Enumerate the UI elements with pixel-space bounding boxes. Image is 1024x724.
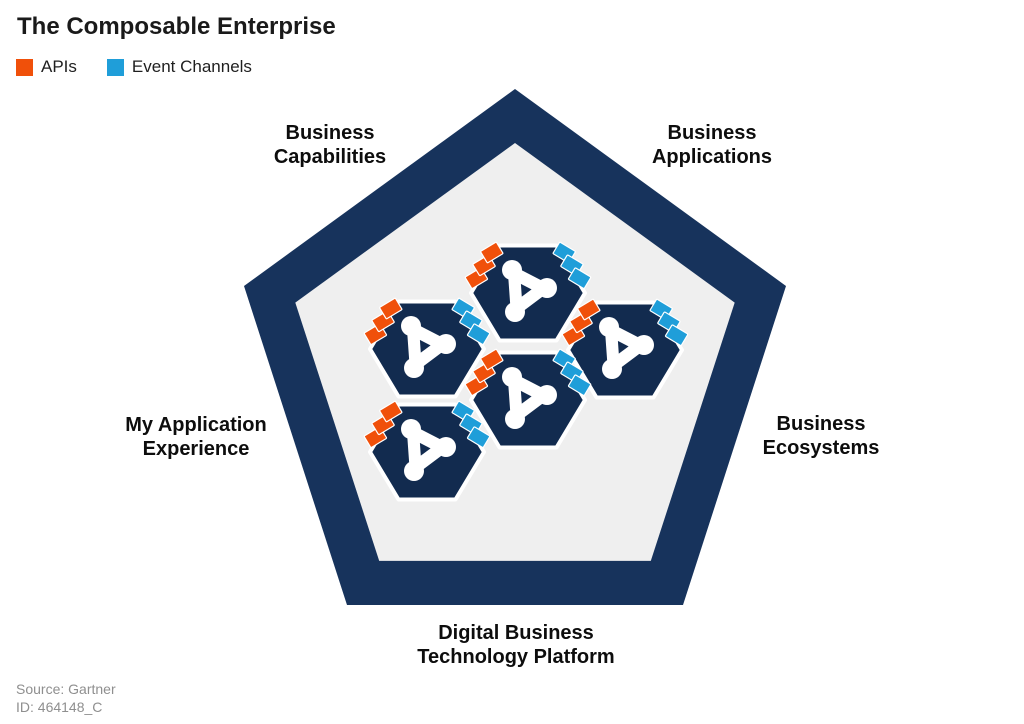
label-digital-business-technology-platform: Digital Business Technology Platform <box>417 622 615 668</box>
footer-id: ID: 464148_C <box>16 699 103 715</box>
legend-label-event-channels: Event Channels <box>131 57 252 76</box>
legend-item-apis: APIs <box>16 57 77 77</box>
event-channel-swatch-rect <box>106 58 124 76</box>
footer: Source: Gartner ID: 464148_C <box>16 680 116 716</box>
label-business-applications: Business Applications <box>651 122 773 168</box>
legend-label-apis: APIs <box>41 57 77 76</box>
footer-source: Source: Gartner <box>16 681 116 697</box>
event-channel-swatch-icon <box>106 58 124 76</box>
api-swatch-rect <box>16 58 33 76</box>
label-business-ecosystems: Business Ecosystems <box>762 413 880 459</box>
label-business-capabilities: Business Capabilities <box>273 122 387 168</box>
label-my-application-experience: My Application Experience <box>125 414 267 460</box>
api-swatch-icon <box>16 58 33 76</box>
legend: APIs Event Channels <box>16 57 252 77</box>
legend-item-event-channels: Event Channels <box>106 57 252 77</box>
page-title: The Composable Enterprise <box>17 13 336 40</box>
